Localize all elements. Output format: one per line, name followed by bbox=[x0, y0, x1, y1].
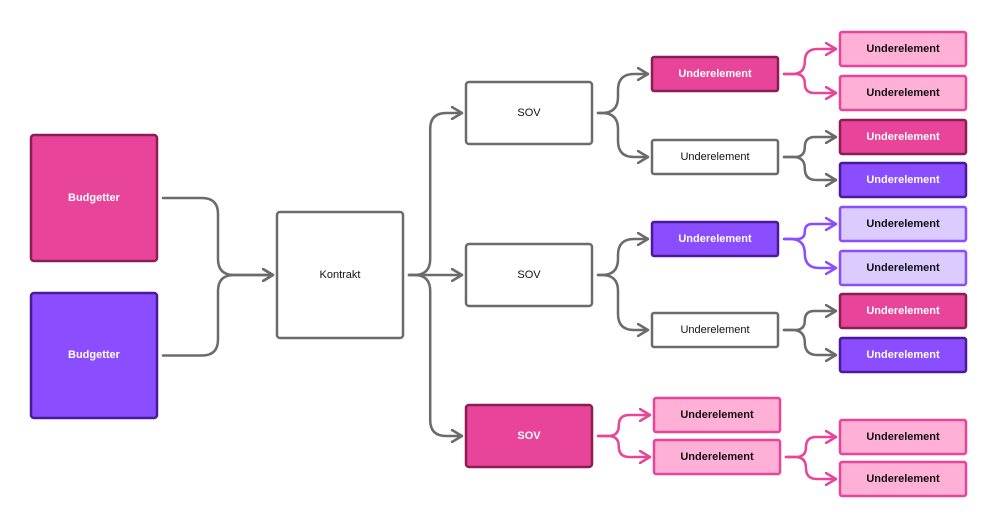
leaf-node-3[interactable]: Underelement bbox=[838, 118, 968, 156]
arrow-path bbox=[784, 455, 838, 479]
arrow-path bbox=[782, 311, 838, 332]
sov1-subelement-2[interactable]: Underelement bbox=[650, 138, 780, 176]
sov-node-1[interactable]: SOV bbox=[464, 80, 594, 146]
leaf-node-4-label: Underelement bbox=[866, 174, 940, 186]
connector-sov1-to-sov1_sub1 bbox=[596, 74, 650, 115]
leaf-node-10[interactable]: Underelement bbox=[838, 460, 968, 498]
leaf-node-10-label: Underelement bbox=[866, 473, 940, 485]
sov1-subelement-1[interactable]: Underelement bbox=[650, 55, 780, 93]
sov3-subelement-2-label: Underelement bbox=[680, 451, 754, 463]
connector-kontrakt-to-sov1 bbox=[407, 113, 464, 277]
leaf-node-8[interactable]: Underelement bbox=[838, 336, 968, 374]
leaf-node-2[interactable]: Underelement bbox=[838, 74, 968, 112]
budget-node-purple[interactable]: Budgetter bbox=[29, 291, 159, 420]
arrow-path bbox=[596, 434, 652, 457]
sov-node-3[interactable]: SOV bbox=[464, 403, 594, 469]
sov2-subelement-2-label: Underelement bbox=[680, 324, 749, 336]
connector-sov2-to-sov2_sub2 bbox=[596, 273, 650, 330]
connector-sov1_sub2-to-leaf4 bbox=[782, 155, 838, 180]
arrow-path bbox=[596, 74, 650, 115]
connector-sov2-to-sov2_sub1 bbox=[596, 239, 650, 277]
leaf-node-5-label: Underelement bbox=[866, 218, 940, 230]
arrow-path bbox=[161, 275, 275, 357]
sov-node-3-label: SOV bbox=[517, 430, 541, 442]
connector-sov2_sub2-to-leaf7 bbox=[782, 311, 838, 332]
connector-sov2_sub1-to-leaf5 bbox=[782, 224, 838, 241]
leaf-node-9[interactable]: Underelement bbox=[838, 418, 968, 456]
budget-node-purple-label: Budgetter bbox=[68, 349, 121, 361]
sov2-subelement-1[interactable]: Underelement bbox=[650, 220, 780, 258]
connector-sov3_sub2-to-leaf10 bbox=[784, 455, 838, 479]
connector-sov3_sub2-to-leaf9 bbox=[784, 437, 838, 459]
leaf-node-6[interactable]: Underelement bbox=[838, 249, 968, 287]
sov-node-2[interactable]: SOV bbox=[464, 242, 594, 308]
connector-budget_pink-to-kontrakt bbox=[161, 196, 275, 275]
connector-sov2_sub2-to-leaf8 bbox=[782, 328, 838, 355]
sov3-subelement-1[interactable]: Underelement bbox=[652, 396, 782, 434]
arrow-path bbox=[782, 237, 838, 268]
contract-node-label: Kontrakt bbox=[320, 269, 361, 281]
connector-sov1-to-sov1_sub2 bbox=[596, 111, 650, 157]
arrow-path bbox=[161, 196, 275, 275]
sov3-subelement-2[interactable]: Underelement bbox=[652, 438, 782, 476]
leaf-node-1[interactable]: Underelement bbox=[838, 30, 968, 68]
connectors bbox=[161, 49, 838, 479]
sov2-subelement-1-label: Underelement bbox=[678, 233, 752, 245]
leaf-node-9-label: Underelement bbox=[866, 431, 940, 443]
leaf-node-8-label: Underelement bbox=[866, 349, 940, 361]
arrow-path bbox=[407, 113, 464, 277]
leaf-node-1-label: Underelement bbox=[866, 43, 940, 55]
arrow-path bbox=[596, 239, 650, 277]
arrow-path bbox=[782, 49, 838, 76]
leaf-node-7-label: Underelement bbox=[866, 305, 940, 317]
leaf-node-6-label: Underelement bbox=[866, 262, 940, 274]
arrow-path bbox=[782, 155, 838, 180]
arrow-path bbox=[782, 224, 838, 241]
budget-node-pink-label: Budgetter bbox=[68, 192, 121, 204]
arrow-path bbox=[407, 273, 464, 436]
sov1-subelement-1-label: Underelement bbox=[678, 68, 752, 80]
arrow-path bbox=[782, 72, 838, 93]
leaf-node-2-label: Underelement bbox=[866, 87, 940, 99]
arrow-path bbox=[784, 437, 838, 459]
arrow-path bbox=[596, 273, 650, 330]
sov3-subelement-1-label: Underelement bbox=[680, 409, 754, 421]
connector-budget_purple-to-kontrakt bbox=[161, 275, 275, 357]
sov-node-1-label: SOV bbox=[517, 107, 541, 119]
sov1-subelement-2-label: Underelement bbox=[680, 151, 749, 163]
contract-node[interactable]: Kontrakt bbox=[275, 210, 405, 340]
arrow-path bbox=[596, 111, 650, 157]
sov2-subelement-2[interactable]: Underelement bbox=[650, 311, 780, 349]
connector-sov1_sub1-to-leaf2 bbox=[782, 72, 838, 93]
leaf-node-3-label: Underelement bbox=[866, 131, 940, 143]
arrow-path bbox=[782, 137, 838, 159]
connector-sov1_sub1-to-leaf1 bbox=[782, 49, 838, 76]
leaf-node-5[interactable]: Underelement bbox=[838, 205, 968, 243]
connector-sov3-to-sov3_sub2 bbox=[596, 434, 652, 457]
connector-sov3-to-sov3_sub1 bbox=[596, 415, 652, 438]
connector-sov1_sub2-to-leaf3 bbox=[782, 137, 838, 159]
connector-kontrakt-to-sov3 bbox=[407, 273, 464, 436]
leaf-node-7[interactable]: Underelement bbox=[838, 292, 968, 330]
budget-node-pink[interactable]: Budgetter bbox=[29, 133, 159, 263]
connector-sov2_sub1-to-leaf6 bbox=[782, 237, 838, 268]
sov-node-2-label: SOV bbox=[517, 269, 541, 281]
arrow-path bbox=[782, 328, 838, 355]
leaf-node-4[interactable]: Underelement bbox=[838, 161, 968, 199]
arrow-path bbox=[596, 415, 652, 438]
